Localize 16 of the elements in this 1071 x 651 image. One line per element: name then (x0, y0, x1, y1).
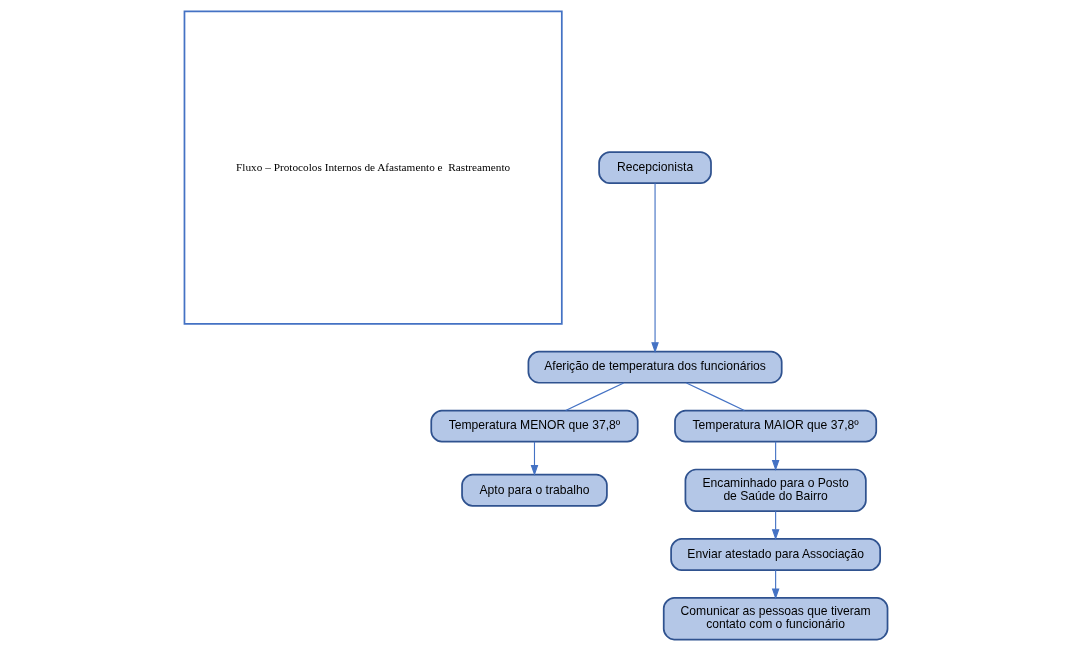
node-box: Comunicar as pessoas que tiveram contato com o funcionário (662, 597, 888, 641)
connector (685, 382, 745, 411)
node-box: Apto para o trabalho (460, 473, 608, 507)
connector (564, 382, 624, 411)
node-box: Recepcionista (597, 151, 712, 185)
arrow (771, 441, 779, 471)
node-box: Temperatura MENOR que 37,8º (429, 409, 639, 443)
node-box: Encaminhado para o Posto de Saúde do Bairro (684, 468, 867, 512)
node-box: Aferição de temperatura dos funcionários (527, 350, 783, 384)
node-box: Enviar atestado para Associação (669, 538, 881, 571)
node-box: Fluxo – Protocolos Internos de Afastamento e Rastreamento (183, 10, 563, 325)
arrow (650, 182, 659, 354)
arrow (530, 441, 538, 477)
node-box: Temperatura MAIOR que 37,8º (673, 409, 877, 443)
arrow (771, 510, 779, 541)
arrow (771, 569, 779, 600)
